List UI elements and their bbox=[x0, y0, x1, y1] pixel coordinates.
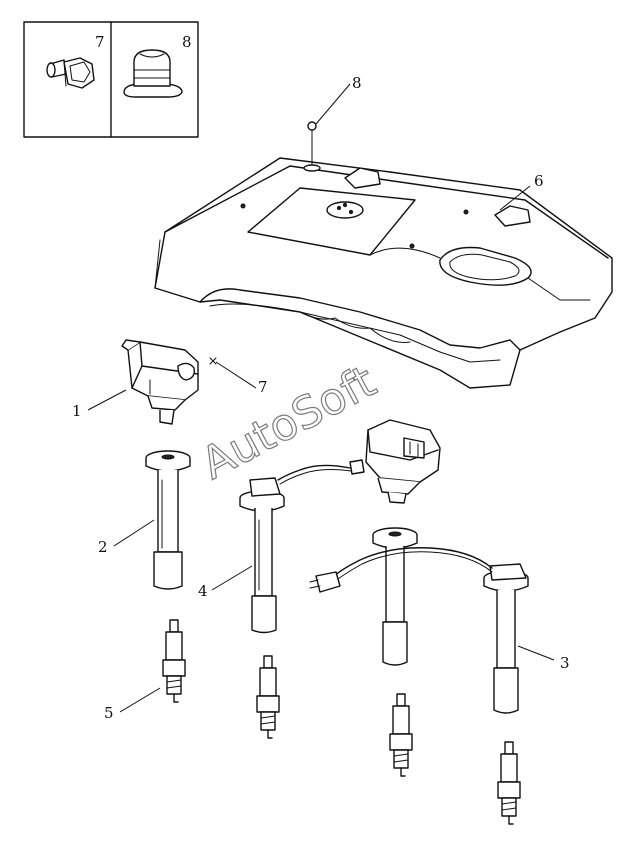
grommet-drawing bbox=[307, 121, 317, 166]
ignition-coil-left-drawing bbox=[121, 339, 199, 425]
inset-label-8: 8 bbox=[182, 33, 192, 51]
callout-5: 5 bbox=[104, 704, 114, 722]
callout-8: 8 bbox=[352, 74, 362, 92]
spark-plug-3-drawing bbox=[389, 693, 413, 777]
plug-wire-center-drawing bbox=[239, 477, 285, 634]
spark-plug-4-drawing bbox=[497, 741, 521, 825]
inset-box bbox=[23, 21, 199, 138]
leader-lines bbox=[87, 83, 555, 713]
spark-plug-1-drawing bbox=[162, 619, 186, 703]
inset-label-7: 7 bbox=[95, 33, 105, 51]
callout-4: 4 bbox=[198, 582, 208, 600]
ignition-coil-right-drawing bbox=[277, 419, 441, 504]
spark-plug-2-drawing bbox=[256, 655, 280, 739]
inset-bolt-drawing bbox=[46, 57, 95, 89]
plug-wire-left-drawing bbox=[145, 450, 191, 590]
bolt-marker bbox=[209, 357, 217, 365]
callout-1: 1 bbox=[72, 402, 82, 420]
inset-clip-drawing bbox=[123, 49, 183, 98]
callout-7: 7 bbox=[258, 378, 268, 396]
callout-3: 3 bbox=[560, 654, 570, 672]
engine-cover-drawing bbox=[154, 157, 613, 389]
callout-2: 2 bbox=[98, 538, 108, 556]
callout-6: 6 bbox=[534, 172, 544, 190]
plug-wire-right-pair-drawing bbox=[309, 527, 529, 714]
